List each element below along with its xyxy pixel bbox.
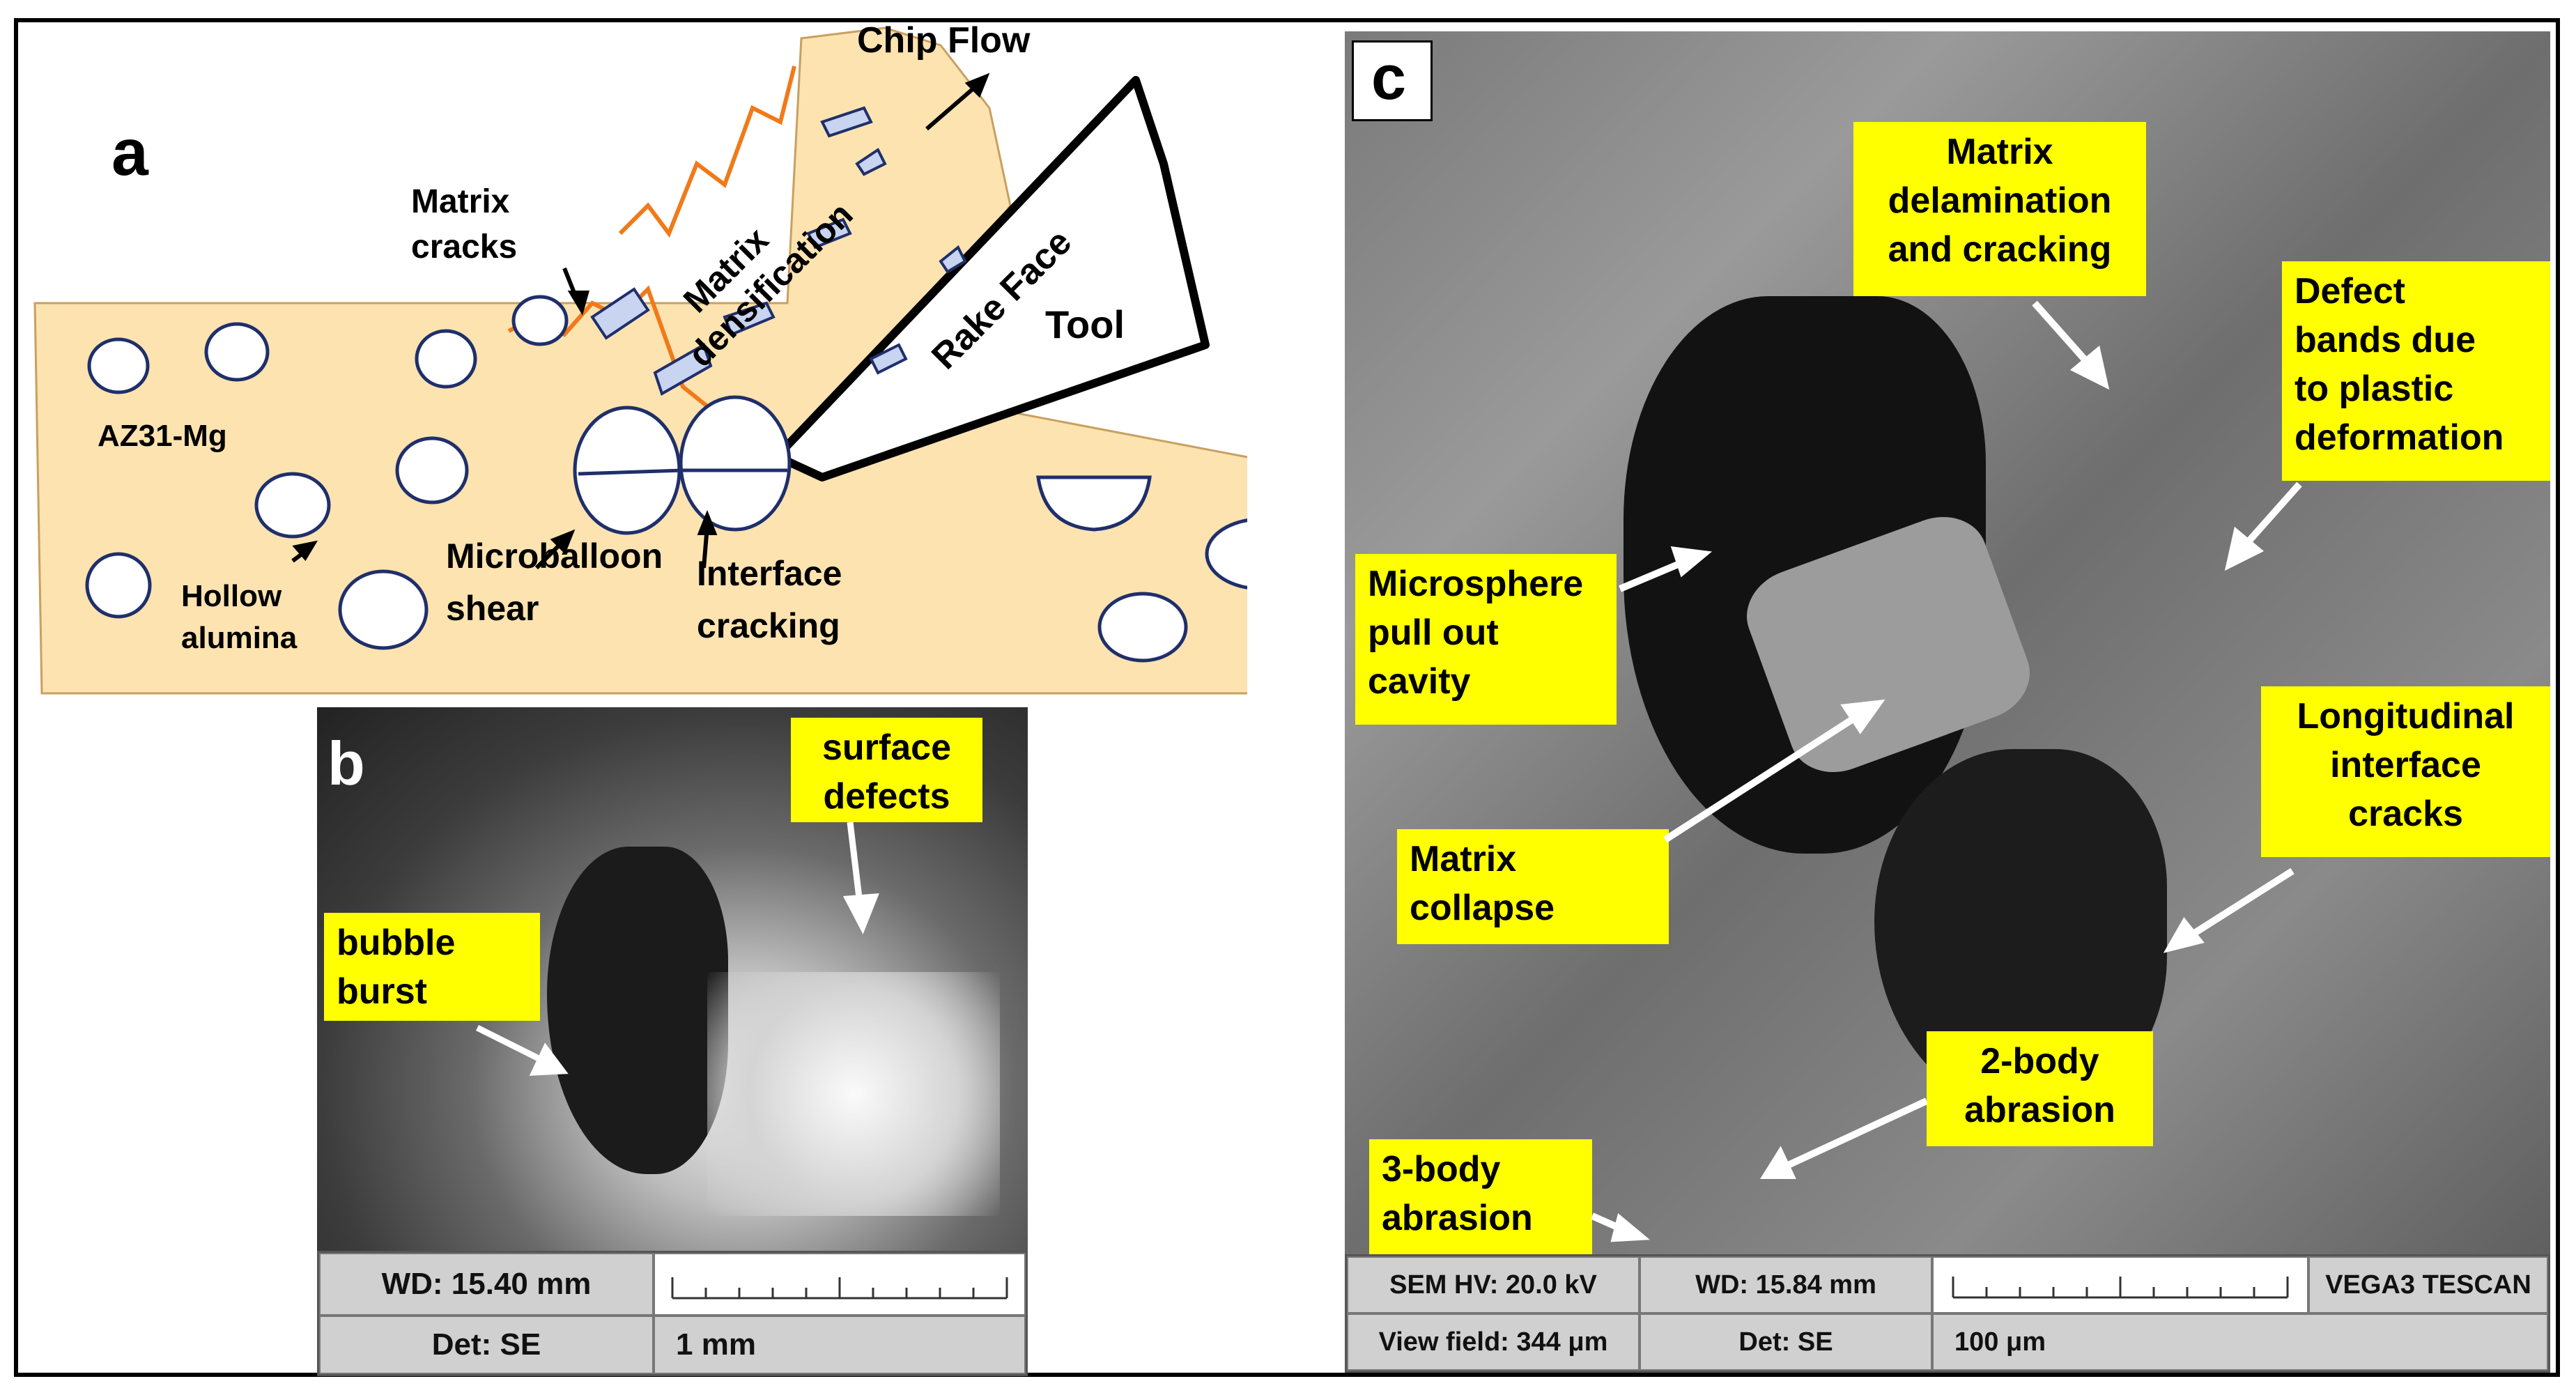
label-matrix-cracks-1: Matrix xyxy=(411,183,510,220)
databar-scale-label: 100 μm xyxy=(1932,1313,2548,1371)
panel-c-arrows xyxy=(1590,300,2302,1242)
databar-wd: WD: 15.40 mm xyxy=(319,1253,654,1316)
panel-b-letter: b xyxy=(327,729,365,798)
label-matrix-cracks-2: cracks xyxy=(411,229,517,265)
scale-ticks xyxy=(1952,1277,2289,1299)
bubble-cavity xyxy=(547,847,728,1174)
microballoons xyxy=(85,295,1247,663)
label-hollow-alumina-1: Hollow xyxy=(181,579,282,613)
panel-c-letter-box: c xyxy=(1352,40,1433,121)
schematic-arrows xyxy=(291,72,990,570)
databar-wd: WD: 15.84 mm xyxy=(1640,1256,1932,1313)
panel-b-arrows xyxy=(475,822,879,1076)
bright-region xyxy=(707,972,1000,1216)
label-tool: Tool xyxy=(1045,302,1125,346)
shear-line xyxy=(578,468,787,476)
matrix-crack-line-2 xyxy=(618,65,796,238)
databar-brand: VEGA3 TESCAN xyxy=(2308,1256,2548,1313)
label-chip-flow: Chip Flow xyxy=(857,24,1031,61)
scale-bar xyxy=(1932,1256,2308,1313)
microballoon-cut xyxy=(1036,475,1152,532)
databar-hv: SEM HV: 20.0 kV xyxy=(1347,1256,1640,1313)
databar-view-field: View field: 344 μm xyxy=(1347,1313,1640,1371)
label-az31: AZ31-Mg xyxy=(98,419,227,453)
microballoon xyxy=(679,395,792,532)
databar-scale-label: 1 mm xyxy=(654,1316,1026,1374)
microballoon xyxy=(1097,592,1188,663)
scale-ticks xyxy=(671,1277,1008,1300)
databar-det: Det: SE xyxy=(1640,1313,1932,1371)
panel-b-databar: WD: 15.40 mm Det: SE 1 mm xyxy=(317,1251,1028,1376)
databar-det: Det: SE xyxy=(319,1316,654,1374)
panel-c-databar: SEM HV: 20.0 kV WD: 15.84 mm VEGA3 TESCA… xyxy=(1345,1254,2550,1373)
matrix-body xyxy=(33,26,1247,695)
label-interface-cracking-1: Interface xyxy=(697,554,842,593)
scale-bar xyxy=(654,1253,1026,1316)
microballoon xyxy=(85,552,152,619)
panel-c-letter: c xyxy=(1371,43,1407,113)
microballoon xyxy=(338,569,429,650)
label-hollow-alumina-2: alumina xyxy=(181,621,298,655)
label-interface-cracking-2: cracking xyxy=(697,606,840,645)
microballoon xyxy=(415,329,477,389)
microballoon xyxy=(511,295,569,346)
microballoon xyxy=(87,337,150,394)
microballoon xyxy=(395,436,469,504)
panel-a-letter: a xyxy=(111,116,148,190)
microballoon xyxy=(1205,518,1247,589)
label-microballoon-shear-1: Microballoon xyxy=(446,537,663,576)
panel-a-schematic: Chip Flow Matrix cracks Matrix densifica… xyxy=(33,24,1247,695)
densified-fragments xyxy=(590,106,967,396)
tool-shape xyxy=(773,76,1210,481)
microballoon xyxy=(254,472,331,539)
microballoon xyxy=(204,322,270,382)
label-microballoon-shear-2: shear xyxy=(446,589,539,628)
